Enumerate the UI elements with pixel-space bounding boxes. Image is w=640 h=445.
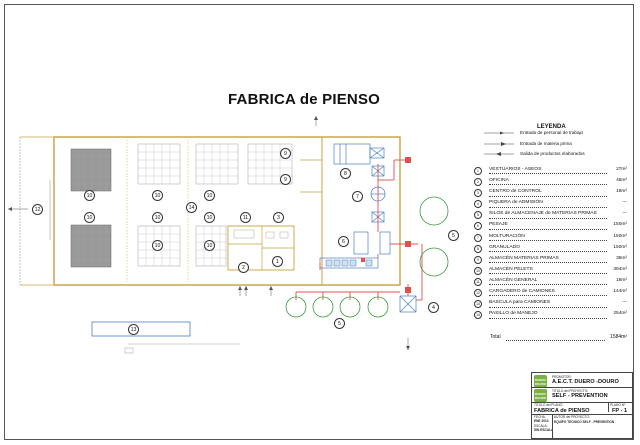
- plan-label: 2: [238, 262, 249, 273]
- legend-item: Entrada de personal de trabajo: [520, 130, 584, 135]
- logo-icon: DUERO DOURO: [534, 389, 547, 402]
- plan-number: FP - 1: [612, 408, 628, 414]
- plan-label: 10: [84, 212, 95, 223]
- plan-label: 10: [152, 240, 163, 251]
- plan-label: 10: [152, 212, 163, 223]
- title-block: DUERO DOURO PROMOTOR: A.E.C.T. DUERO -DO…: [531, 372, 633, 439]
- machinery: [319, 143, 417, 313]
- plan-label: 11: [240, 212, 251, 223]
- plan-label: 10: [152, 190, 163, 201]
- total-label: Total: [490, 334, 501, 340]
- pallet-racks: [137, 143, 293, 267]
- plan-label: 14: [186, 202, 197, 213]
- plan-label: 12: [32, 204, 43, 215]
- plan-label: 4: [428, 302, 439, 313]
- plan-label: 10: [84, 190, 95, 201]
- legend-item: Entrada de materia prima: [520, 141, 572, 146]
- legend-lines: [484, 132, 514, 155]
- author: EQUIPO TECNICO SELF - PREVENTION: [554, 420, 615, 424]
- project-name: SELF - PREVENTION: [552, 393, 608, 399]
- plan-label: 8: [340, 168, 351, 179]
- building-outline: [53, 136, 401, 286]
- piping: [295, 159, 423, 301]
- plan-label: 6: [338, 236, 349, 247]
- pipe-joints: [361, 157, 411, 293]
- silos: [285, 196, 449, 318]
- total-row: Total 1584m²: [490, 334, 627, 342]
- plan-label: 5: [448, 230, 459, 241]
- legend-title: LEYENDA: [537, 124, 566, 130]
- promotor-name: A.E.C.T. DUERO -DOURO: [552, 379, 619, 385]
- drawing-frame: [4, 4, 634, 440]
- truck-scale: [91, 321, 191, 337]
- logo-icon: DUERO DOURO: [534, 375, 547, 388]
- plan-label: 5: [334, 318, 345, 329]
- plan-label: 9: [280, 148, 291, 159]
- plan-name: FABRICA de PIENSO: [534, 408, 590, 414]
- plan-label: 10: [204, 240, 215, 251]
- plan-label: 10: [204, 212, 215, 223]
- plan-label: 10: [204, 190, 215, 201]
- plan-label: 7: [352, 191, 363, 202]
- legend-item: Salida de productos elaborados: [520, 151, 585, 156]
- plan-title: FABRICA de PIENSO: [228, 91, 381, 108]
- plan-label: 3: [273, 212, 284, 223]
- plan-label: 13: [128, 324, 139, 335]
- total-value: 1584m²: [610, 334, 627, 340]
- plan-label: 9: [280, 174, 291, 185]
- plan-label: 1: [272, 256, 283, 267]
